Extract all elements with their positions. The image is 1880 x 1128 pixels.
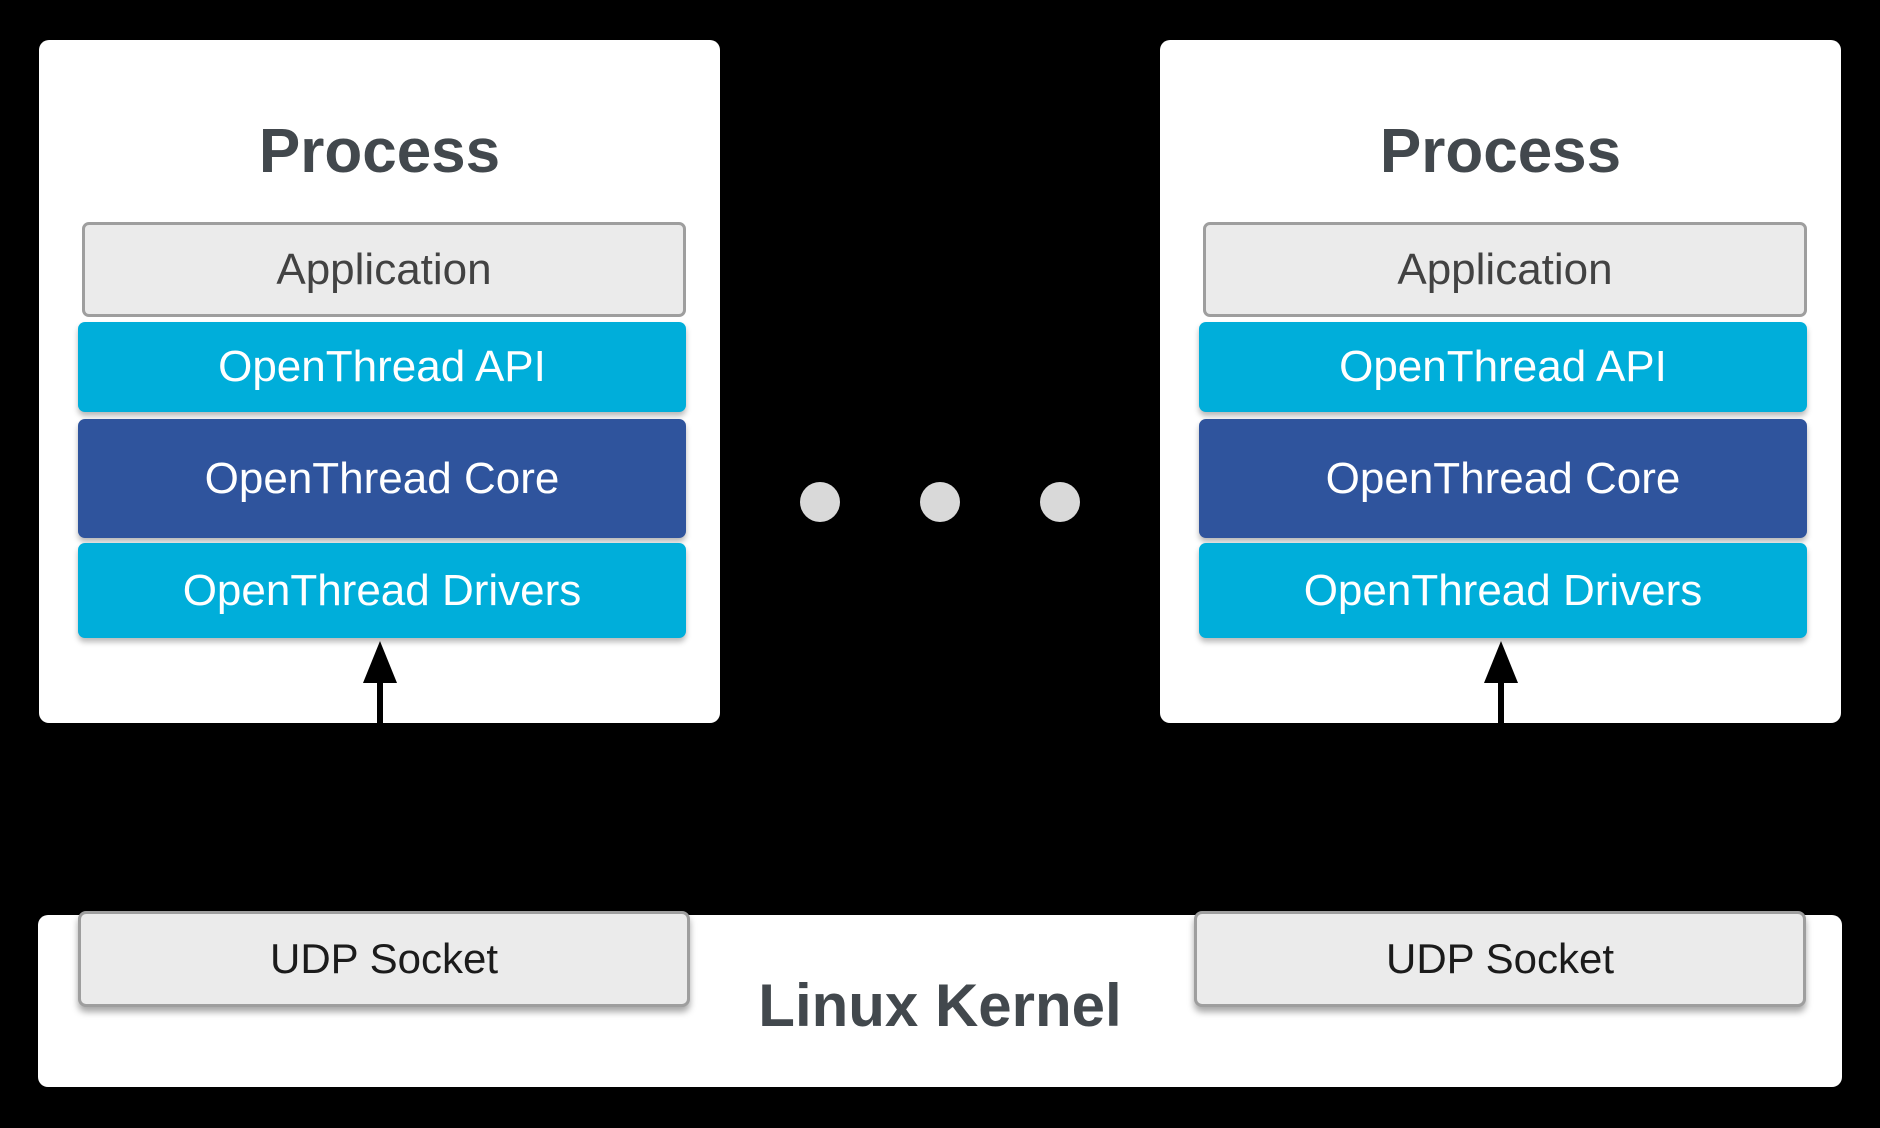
layer-application: Application bbox=[82, 222, 686, 317]
process-panel-right: Process Application OpenThread API OpenT… bbox=[1160, 40, 1841, 723]
layer-openthread-core: OpenThread Core bbox=[78, 419, 686, 538]
udp-socket-label: UDP Socket bbox=[1386, 935, 1614, 982]
ellipsis-dot bbox=[1040, 482, 1080, 522]
up-arrow-icon bbox=[1484, 641, 1518, 723]
layer-openthread-api-label: OpenThread API bbox=[218, 342, 546, 391]
layer-openthread-api: OpenThread API bbox=[78, 322, 686, 412]
layer-application: Application bbox=[1203, 222, 1807, 317]
process-title: Process bbox=[1379, 117, 1622, 186]
up-arrow-head bbox=[1484, 641, 1518, 683]
layer-openthread-core-label: OpenThread Core bbox=[1325, 453, 1681, 503]
layer-openthread-api-label: OpenThread API bbox=[1339, 342, 1667, 391]
process-panel-left: Process Application OpenThread API OpenT… bbox=[39, 40, 720, 723]
up-arrow-stem bbox=[1498, 679, 1504, 723]
layer-openthread-drivers: OpenThread Drivers bbox=[1199, 543, 1807, 638]
layer-openthread-drivers-label: OpenThread Drivers bbox=[1303, 565, 1703, 615]
up-arrow-head bbox=[363, 641, 397, 683]
layer-application-label: Application bbox=[1397, 244, 1613, 294]
up-arrow-stem bbox=[377, 679, 383, 723]
process-title: Process bbox=[258, 117, 501, 186]
up-arrow-icon bbox=[363, 641, 397, 723]
layer-openthread-core-label: OpenThread Core bbox=[204, 453, 560, 503]
layer-openthread-api: OpenThread API bbox=[1199, 322, 1807, 412]
udp-socket-box-right: UDP Socket bbox=[1194, 911, 1806, 1007]
udp-socket-label: UDP Socket bbox=[270, 935, 498, 982]
layer-application-label: Application bbox=[276, 244, 492, 294]
ellipsis-dot bbox=[800, 482, 840, 522]
layer-openthread-core: OpenThread Core bbox=[1199, 419, 1807, 538]
udp-socket-box-left: UDP Socket bbox=[78, 911, 690, 1007]
layer-openthread-drivers: OpenThread Drivers bbox=[78, 543, 686, 638]
ellipsis-dot bbox=[920, 482, 960, 522]
layer-openthread-drivers-label: OpenThread Drivers bbox=[182, 565, 582, 615]
linux-kernel-title: Linux Kernel bbox=[758, 972, 1122, 1039]
ellipsis-dots bbox=[800, 482, 1080, 522]
